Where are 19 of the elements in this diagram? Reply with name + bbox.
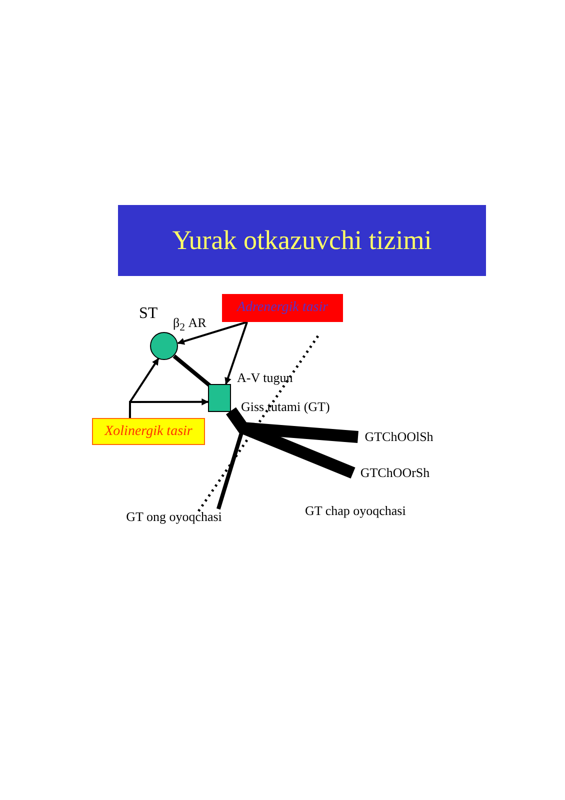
branch-label: GT ong oyoqchasi xyxy=(114,509,234,525)
label-box: Xolinergik tasir xyxy=(92,418,205,445)
title-banner: Yurak otkazuvchi tizimi xyxy=(118,205,486,276)
label-box: Adrenergik tasir xyxy=(222,294,343,322)
arrow xyxy=(128,398,209,418)
arrow xyxy=(224,322,248,385)
bundle-line xyxy=(172,354,212,388)
text-label: β$_{2}$ AR xyxy=(173,316,206,334)
bundle-line xyxy=(226,407,356,479)
node-caption: ST xyxy=(139,306,158,322)
square-node xyxy=(208,384,231,412)
branch-label: GTChOOlSh xyxy=(358,429,440,445)
arrow xyxy=(177,321,248,345)
branch-label: GTChOOrSh xyxy=(353,465,437,481)
node-caption: Giss tutami (GT) xyxy=(241,400,330,413)
bundle-line xyxy=(216,410,246,510)
text-label: GT chap oyoqchasi xyxy=(305,504,406,517)
node-caption: A-V tugun xyxy=(237,371,293,384)
circle-node xyxy=(150,332,178,360)
